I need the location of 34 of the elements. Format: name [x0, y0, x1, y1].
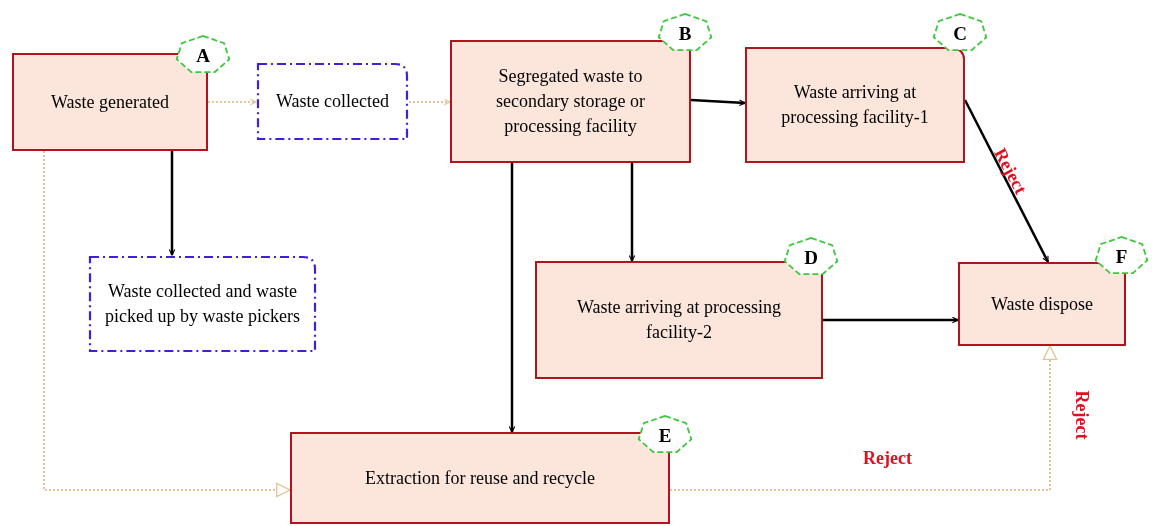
badge-letter: A: [196, 45, 210, 65]
badge-letter: C: [953, 23, 967, 43]
badge-letter: B: [678, 23, 692, 43]
box-label: Waste dispose: [990, 292, 1093, 316]
box-label: Waste collected: [276, 90, 389, 113]
heptagon-badge: [931, 12, 989, 54]
note-label: Reject: [1073, 390, 1091, 440]
badge-letter: D: [804, 247, 818, 267]
box-label: Waste collected and waste picked up by waste pickers: [104, 280, 301, 328]
heptagon-badge: [656, 12, 714, 54]
heptagon-badge: [636, 414, 694, 456]
heptagon-badge: [174, 34, 232, 76]
dashed-box: [256, 62, 409, 141]
badge-letter: F: [1115, 246, 1128, 266]
box-label: Waste generated: [51, 90, 169, 114]
process-box: [958, 262, 1126, 346]
edge-label: Reject: [863, 449, 912, 467]
heptagon-badge: [782, 236, 840, 278]
heptagon-badge: [1093, 235, 1150, 277]
process-box: [450, 40, 691, 163]
process-box: [745, 47, 965, 163]
box-label: Extraction for reuse and recycle: [365, 466, 595, 490]
arrow: [823, 316, 959, 324]
arrow: [408, 98, 451, 106]
arrow: [43, 150, 291, 498]
arrow: [628, 163, 636, 262]
arrow: [168, 151, 176, 256]
arrow: [690, 98, 746, 107]
dashed-box: [88, 255, 317, 353]
badge-letter: E: [658, 425, 672, 445]
arrow: [508, 163, 516, 433]
box-label: Waste arriving at processing facility-1: [780, 81, 930, 129]
box-label: Waste arriving at processing facility-2: [576, 296, 782, 344]
box-label: Segregated waste to secondary storage or processing facility: [495, 65, 646, 138]
